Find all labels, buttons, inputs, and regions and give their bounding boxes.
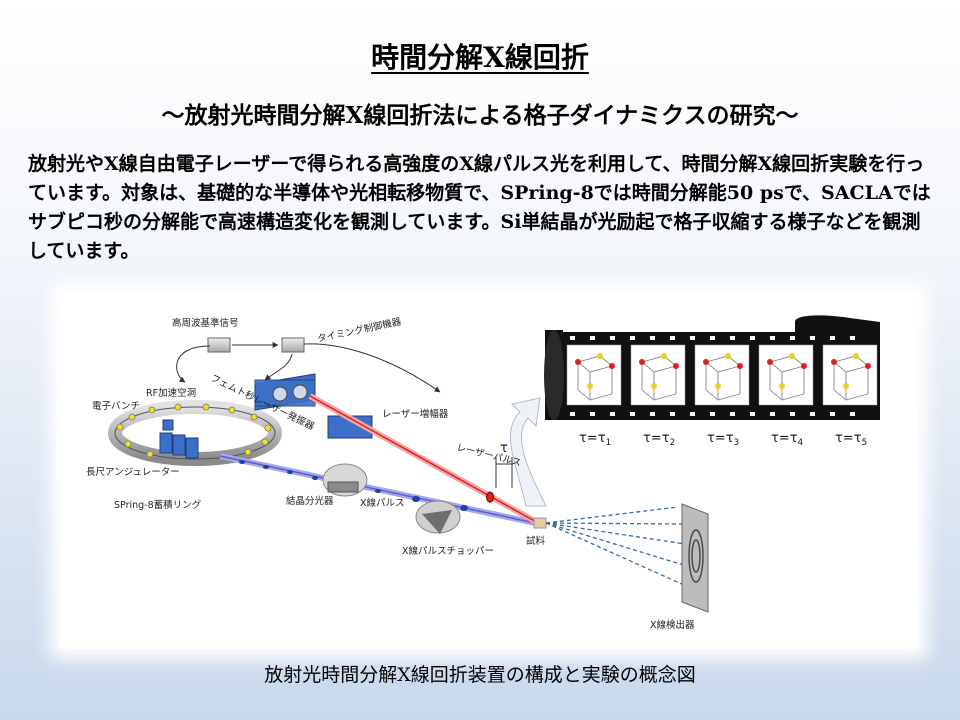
frame-label-3: τ=τ3 xyxy=(707,431,739,448)
label-undulator: 長尺アンジュレーター xyxy=(86,467,180,478)
label-rf-cavity: RF加速空洞 xyxy=(146,387,196,399)
diagram-panel: τ=τ1 τ=τ2 τ=τ3 τ=τ4 τ=τ5 高周波基準信号 タイミング制御… xyxy=(60,292,918,649)
frame-label-1: τ=τ1 xyxy=(579,431,611,448)
xray-detector xyxy=(681,503,709,613)
timing-controller-box xyxy=(281,337,305,353)
diffraction-rays xyxy=(545,506,696,591)
laser-beam xyxy=(308,393,542,527)
frame-label-2: τ=τ2 xyxy=(643,431,675,448)
sample xyxy=(533,517,547,529)
tau-marker xyxy=(495,457,513,488)
xray-chopper xyxy=(415,500,461,534)
label-storage-ring: SPring-8蓄積リング xyxy=(114,499,202,511)
storage-ring xyxy=(108,400,282,466)
signal-lines xyxy=(176,342,441,393)
label-monochromator: 結晶分光器 xyxy=(286,495,334,507)
label-tau: τ xyxy=(500,441,508,456)
lattice-atoms xyxy=(575,353,871,389)
frame-label-4: τ=τ4 xyxy=(771,431,804,448)
label-sample: 試料 xyxy=(526,535,546,547)
page-title: 時間分解X線回折 xyxy=(371,41,589,74)
rf-reference-box xyxy=(207,337,231,353)
label-electron-bunch: 電子バンチ xyxy=(92,401,140,412)
label-timing-controller: タイミング制御機器 xyxy=(316,315,403,345)
page-subtitle: ～放射光時間分解X線回折法による格子ダイナミクスの研究～ xyxy=(161,102,799,129)
label-rf-reference: 高周波基準信号 xyxy=(172,317,239,329)
description-text: 放射光やX線自由電子レーザーで得られる高強度のX線パルス光を利用して、時間分解X… xyxy=(28,153,931,262)
experiment-diagram: τ=τ1 τ=τ2 τ=τ3 τ=τ4 τ=τ5 高周波基準信号 タイミング制御… xyxy=(86,315,880,631)
label-detector: X線検出器 xyxy=(650,619,695,631)
xray-beam xyxy=(219,453,541,527)
label-amplifier: レーザー増幅器 xyxy=(382,408,449,420)
diagram-caption: 放射光時間分解X線回折装置の構成と実験の概念図 xyxy=(264,664,696,686)
label-chopper: X線パルスチョッパー xyxy=(402,545,494,557)
electron-bunches xyxy=(116,403,272,458)
connection-arrow xyxy=(509,397,547,507)
film-strip xyxy=(544,315,880,420)
label-xray-pulse: X線パルス xyxy=(360,497,405,509)
fs-laser-oscillator xyxy=(254,373,316,411)
monochromator xyxy=(322,463,368,497)
frame-label-5: τ=τ5 xyxy=(835,431,867,448)
rf-cavities xyxy=(159,432,199,459)
